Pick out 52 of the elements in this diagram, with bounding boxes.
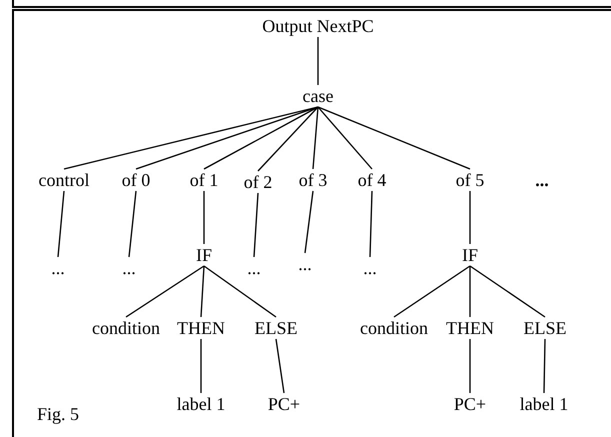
- tree-node-label: of 3: [298, 171, 328, 189]
- tree-node-label: ELSE: [254, 319, 298, 337]
- connector-line: [469, 266, 471, 317]
- connector-line: [318, 106, 470, 170]
- tree-node-label: PC+: [266, 395, 302, 413]
- tree-node-label: label 1: [176, 395, 226, 413]
- tree-node-label: THEN: [445, 319, 495, 337]
- connector-line: [312, 106, 319, 170]
- tree-node-label: Output NextPC: [261, 17, 375, 35]
- connector-line: [128, 190, 137, 258]
- connector-line: [200, 339, 202, 393]
- tree-node-label: of 0: [120, 171, 152, 189]
- tree-node-label: of 4: [356, 171, 388, 189]
- connector-line: [203, 191, 205, 244]
- connector-line: [469, 191, 471, 244]
- tree-node-label: ...: [362, 259, 378, 277]
- connector-line: [136, 106, 318, 170]
- connector-line: [275, 338, 285, 394]
- tree-node-label: THEN: [176, 319, 226, 337]
- tree-node-label: condition: [359, 319, 429, 337]
- tree-node-label: ...: [50, 259, 66, 277]
- tree-node-label: of 1: [188, 171, 220, 189]
- connector-line: [369, 190, 373, 258]
- connector-line: [318, 106, 372, 170]
- connector-line: [200, 266, 205, 318]
- tree-node-label: ...: [246, 259, 262, 277]
- connector-line: [57, 190, 65, 258]
- connector-line: [204, 106, 318, 170]
- connector-line: [253, 192, 259, 258]
- tree-node-label: of 5: [454, 171, 486, 189]
- tree-node-label: ...: [121, 259, 137, 277]
- connector-line: [304, 190, 314, 254]
- ellipsis-text: ...: [534, 171, 550, 189]
- connector-line: [394, 265, 470, 318]
- connector-line: [469, 339, 471, 393]
- tree-node-label: IF: [461, 246, 479, 264]
- tree-node-label: case: [302, 87, 334, 105]
- connector-line: [317, 37, 319, 85]
- connector-line: [543, 338, 546, 394]
- connector-line: [470, 265, 546, 318]
- tree-node-label: condition: [91, 319, 161, 337]
- tree-node-label: ELSE: [522, 319, 568, 337]
- tree-node-label: IF: [195, 246, 213, 264]
- connector-line: [126, 265, 204, 318]
- tree-node-label: PC+: [452, 395, 488, 413]
- tree-node-label: label 1: [518, 395, 570, 413]
- tree-node-label: ...: [297, 255, 313, 273]
- figure-caption: Fig. 5: [36, 405, 80, 423]
- connector-line: [204, 265, 276, 318]
- tree-node-label: control: [38, 171, 90, 189]
- connector-line: [258, 106, 318, 172]
- tree-node-label: of 2: [242, 173, 274, 191]
